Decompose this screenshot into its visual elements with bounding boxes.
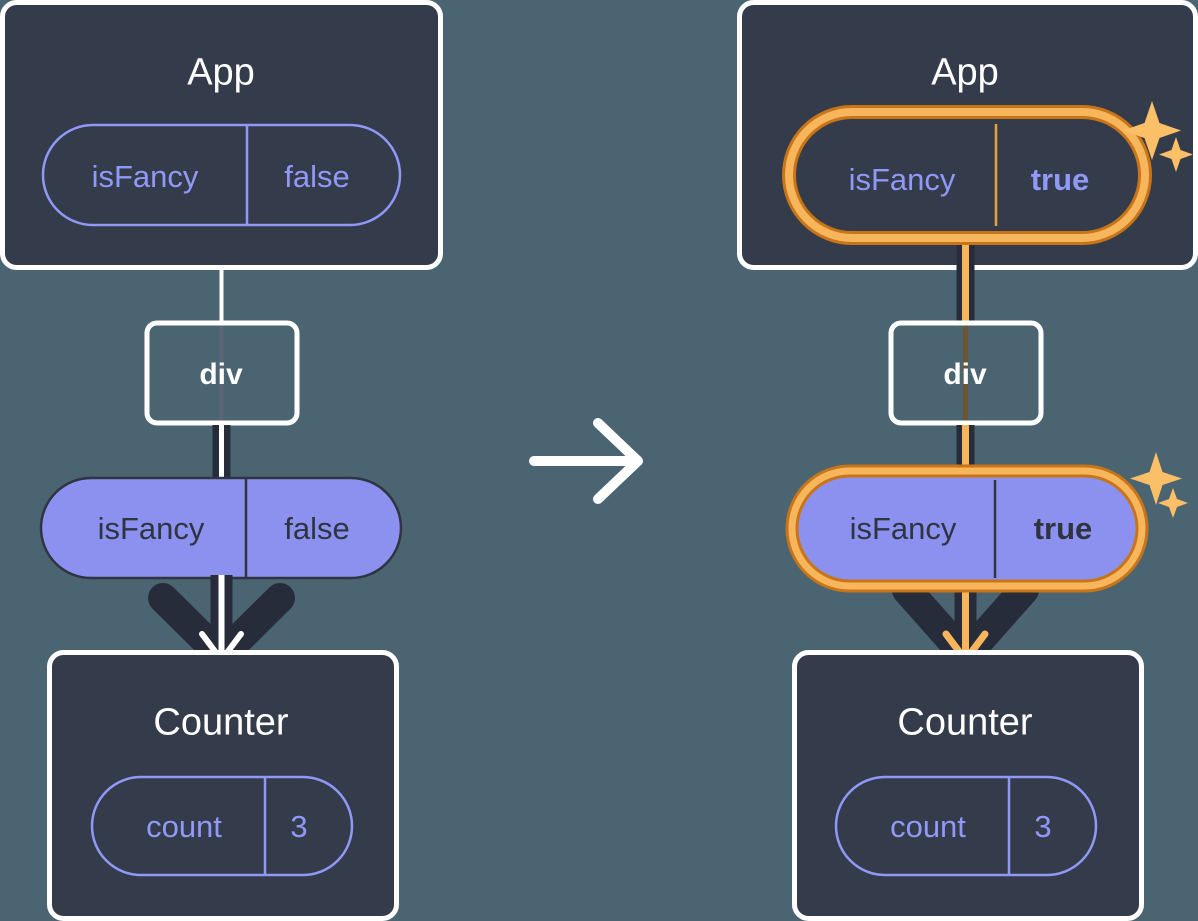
sparkle-icon-app-right — [1123, 101, 1193, 172]
counter-box-left — [47, 650, 399, 921]
app-box-left — [0, 0, 443, 270]
counter-box-right — [792, 650, 1144, 921]
app-state-pill-right — [782, 105, 1152, 245]
div-box-right — [888, 320, 1044, 426]
counter-state-pill-right — [834, 775, 1098, 877]
prop-pill-left — [39, 476, 403, 580]
sparkle-icon-prop-right — [1130, 452, 1188, 518]
div-box-left — [144, 320, 300, 426]
arrow-prop-to-counter-left — [148, 575, 295, 671]
transition-arrow-icon — [529, 418, 643, 504]
prop-pill-right — [785, 464, 1149, 593]
counter-state-pill-left — [90, 775, 354, 877]
app-state-pill-left — [41, 123, 402, 227]
